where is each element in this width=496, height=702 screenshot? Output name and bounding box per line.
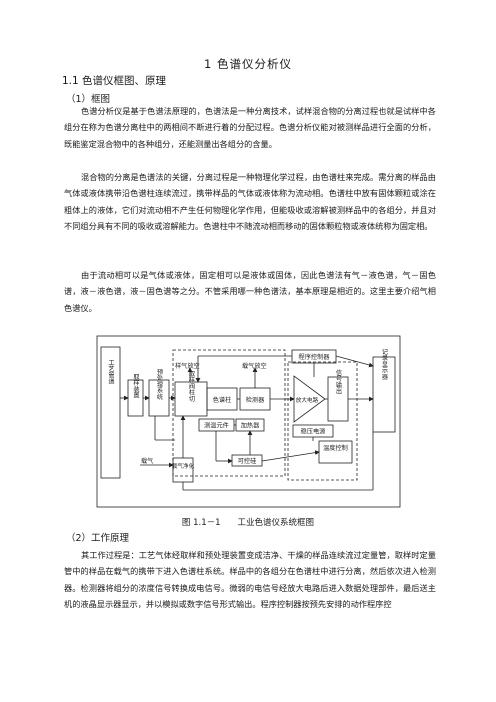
label-amp: 放大电路 (296, 396, 319, 404)
section-heading: 1.1 色谱仪框图、原理 (62, 75, 167, 87)
pipe-block (100, 346, 121, 479)
label-pipe: 工艺管道 (107, 360, 114, 386)
label-valve: 取样阀柱切 (188, 371, 195, 403)
label-thyristor: 可控硅 (238, 457, 257, 465)
diagram-frame (96, 335, 401, 508)
label-sample-vent: 样气放空 (175, 362, 200, 370)
subsection-heading-1: （1）框图 (66, 94, 111, 105)
label-temp-ctrl: 温度控制 (323, 444, 348, 452)
analyzer-enclosure (172, 349, 286, 477)
paragraph-1: 色谱分析仪是基于色谱法原理的，色谱法是一种分离技术，试样混合物的分离过程也就是试… (64, 106, 436, 149)
subsection-heading-2: （2）工作原理 (66, 533, 130, 544)
label-sampler: 取样装置 (132, 374, 139, 399)
label-carrier-vent: 载气放空 (242, 362, 267, 370)
paragraph-4: 其工作过程是：工艺气体经取样和预处理装置变成洁净、干燥的样品连续流过定量管，取样… (64, 550, 436, 609)
label-detector: 检测器 (246, 396, 265, 404)
label-purify: 载气净化 (172, 462, 195, 470)
label-thermo: 测温元件 (204, 422, 229, 430)
purify-block (172, 457, 194, 483)
paragraph-3: 由于流动相可以是气体或液体，固定相可以是液体或固体，因此色谱法有气－液色谱，气－… (64, 270, 436, 313)
label-heater: 加热器 (241, 422, 260, 430)
label-pretreat: 预处理系统 (156, 368, 163, 401)
paragraph-2: 混合物的分离是色谱法的关键，分离过程是一种物理化学过程，由色谱柱来完成。需分离的… (64, 172, 436, 231)
label-program: 程序控制器 (299, 353, 331, 361)
label-column: 色谱柱 (213, 396, 232, 404)
label-carrier: 载气 (141, 457, 153, 465)
label-recorder: 记录显示器 (381, 349, 388, 381)
recorder-block (372, 356, 396, 433)
electronics-enclosure (287, 361, 358, 481)
figure-caption: 图 1.1－1 工业色谱仪系统框图 (181, 518, 315, 528)
label-output: 信号输出 (335, 369, 342, 396)
label-regulator: 稳压电源 (301, 428, 326, 436)
doc-title: 1 色谱仪分析仪 (204, 57, 292, 71)
